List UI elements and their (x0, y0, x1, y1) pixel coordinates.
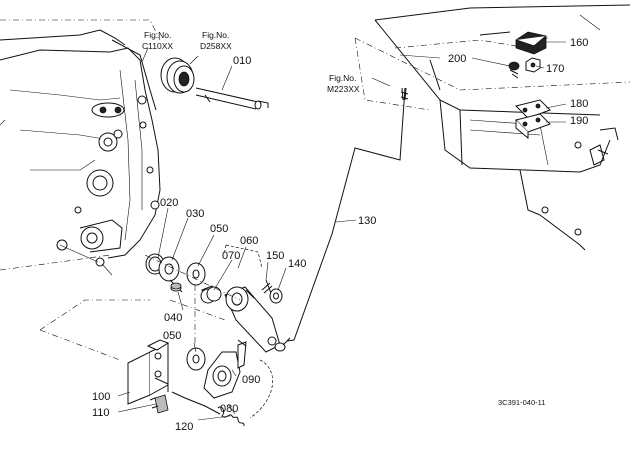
part-140-washer (269, 288, 283, 304)
label-200: 200 (448, 53, 466, 65)
figure-reference-caption: Fig.No. (329, 73, 356, 83)
figure-reference-c110: Fig.No. C110XX (142, 30, 173, 51)
label-150: 150 (266, 250, 284, 262)
leader-lines (117, 41, 567, 421)
part-110-bolt (149, 394, 169, 414)
part-050-washer-lower (186, 347, 206, 371)
part-190-plate (515, 113, 551, 140)
label-080: 080 (220, 403, 238, 415)
label-090: 090 (242, 374, 260, 386)
main-lever-arm (224, 286, 286, 353)
part-060-bracket-dashed (223, 244, 263, 269)
label-100: 100 (92, 391, 110, 403)
label-040: 040 (164, 312, 182, 324)
label-170: 170 (546, 63, 564, 75)
label-190: 190 (570, 115, 588, 127)
label-180: 180 (570, 98, 588, 110)
label-030: 030 (186, 208, 204, 220)
figure-reference-number: D258XX (200, 41, 232, 51)
label-160: 160 (570, 37, 588, 49)
transmission-housing (0, 19, 161, 361)
part-130-control-rod (282, 87, 409, 346)
label-010: 010 (233, 55, 251, 67)
part-050-washer-upper (186, 262, 206, 286)
label-120: 120 (175, 421, 193, 433)
figure-reference-number: C110XX (142, 41, 173, 51)
label-050-upper: 050 (210, 223, 228, 235)
figure-reference-d258: Fig.No. D258XX (200, 30, 232, 51)
label-050-lower: 050 (163, 330, 181, 342)
figure-reference-number: M223XX (327, 84, 360, 94)
figure-reference-caption: Fig.No. (202, 30, 229, 40)
label-110: 110 (92, 407, 110, 419)
part-010-shaft (160, 57, 269, 110)
figure-reference-caption: Fig.No. (144, 30, 171, 40)
part-180-plate (515, 99, 551, 119)
part-120-spring (171, 391, 245, 427)
label-070: 070 (222, 250, 240, 262)
diagram-code: 3C391-040-11 (498, 398, 545, 407)
part-200-bolt (508, 61, 520, 79)
part-030-washer (158, 256, 180, 282)
part-040-bolt (169, 279, 183, 293)
part-170-nut (525, 57, 541, 73)
label-020: 020 (160, 197, 178, 209)
part-160-knob (515, 31, 547, 55)
label-130: 130 (358, 215, 376, 227)
label-060: 060 (240, 235, 258, 247)
part-090-arm (203, 341, 247, 399)
figure-reference-m223: Fig.No. M223XX (327, 73, 360, 94)
label-140: 140 (288, 258, 306, 270)
frame-housing (354, 4, 630, 251)
construction-lines (144, 254, 241, 345)
part-number-labels: 010 020 030 050 060 070 150 140 040 050 … (92, 37, 588, 433)
part-070-collar (200, 285, 222, 304)
part-080-dashed-link (237, 339, 273, 419)
part-100-bracket (127, 339, 170, 405)
